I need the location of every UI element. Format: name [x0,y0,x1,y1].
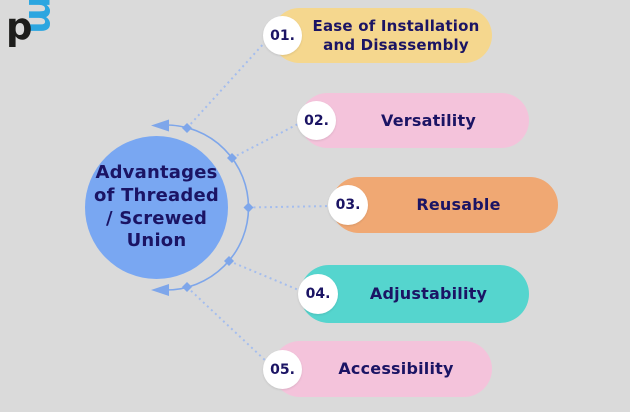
advantage-pill-5: Accessibility [272,341,492,397]
advantage-pill-2: Versatility [300,93,529,148]
arrowhead-bottom-icon [151,284,169,296]
arc-node-2 [227,153,237,163]
advantage-label-3: Reusable [416,195,501,215]
advantage-number-4: 04. [298,274,338,314]
center-title-line-2: of Threaded [94,184,219,206]
advantage-pill-4: Adjustability [300,265,529,323]
center-topic-circle: Advantages of Threaded / Screwed Union [85,136,228,279]
dotted-line-3 [247,205,333,209]
dotted-line-2 [231,122,301,159]
advantage-number-1: 01. [263,16,302,55]
advantage-pill-1: Ease of Installation and Disassembly [272,8,492,63]
brand-logo: m p [6,0,63,56]
arc-node-4 [224,256,234,266]
logo-letter-p: p [6,5,33,48]
advantage-number-5: 05. [263,350,302,389]
center-title-line-3: / Screwed [105,207,208,229]
advantage-number-text-4: 04. [305,286,331,302]
advantage-number-text-5: 05. [270,361,295,378]
arc-node-3 [243,202,254,213]
advantage-number-text-1: 01. [270,27,295,44]
advantage-label-1: Ease of Installation and Disassembly [312,17,480,54]
arrowhead-top-icon [151,119,169,132]
center-title-line-4: Union [126,230,187,252]
advantage-number-text-3: 03. [335,197,361,213]
arc-node-5 [182,282,192,292]
dotted-line-1 [186,40,267,129]
advantage-label-5: Accessibility [338,359,454,379]
advantage-label-4: Adjustability [369,284,488,304]
advantage-pill-3: Reusable [331,177,558,233]
dotted-line-4 [228,260,302,292]
center-title-line-1: Advantages [95,162,218,184]
advantage-label-2: Versatility [381,110,476,130]
arc-node-1 [182,123,192,133]
advantage-number-3: 03. [328,185,368,225]
advantage-number-2: 02. [297,101,336,140]
advantage-number-text-2: 02. [304,112,329,129]
dotted-line-5 [186,286,268,363]
